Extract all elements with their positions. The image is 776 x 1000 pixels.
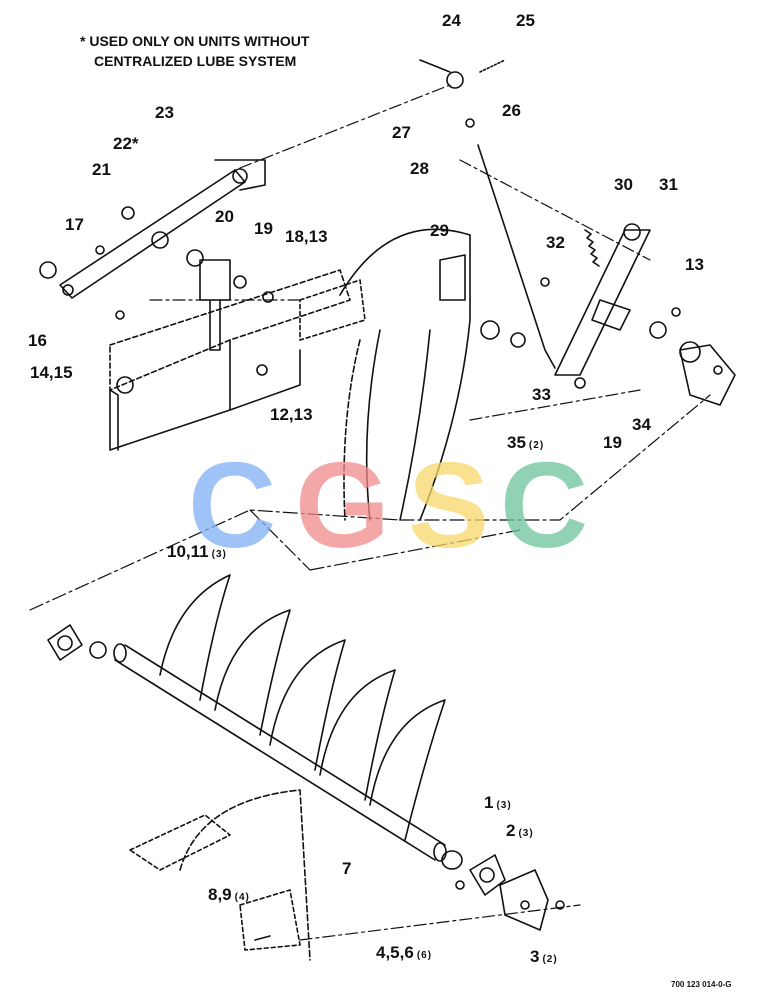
upper-housing-frame bbox=[109, 259, 366, 451]
callout-13: 13 bbox=[685, 255, 704, 274]
lower-lever bbox=[554, 223, 651, 376]
callout-27: 27 bbox=[392, 123, 411, 142]
callout-31: 31 bbox=[659, 175, 678, 194]
callout-2: 2(3) bbox=[506, 821, 534, 840]
callout-12-13: 12,13 bbox=[270, 405, 313, 424]
lower-frame-panel bbox=[129, 789, 311, 961]
callout-33: 33 bbox=[532, 385, 551, 404]
callout-29: 29 bbox=[430, 221, 449, 240]
callout-30: 30 bbox=[614, 175, 633, 194]
callout-25: 25 bbox=[516, 11, 535, 30]
leader-dash-mid bbox=[469, 389, 641, 421]
callout-16: 16 bbox=[28, 331, 47, 350]
callout-32: 32 bbox=[546, 233, 565, 252]
callout-22: 22* bbox=[113, 134, 139, 153]
note-line-1: * USED ONLY ON UNITS WITHOUT bbox=[80, 33, 310, 49]
watermark-letter-1: C bbox=[188, 437, 277, 573]
main-shaft bbox=[113, 643, 447, 862]
callout-26: 26 bbox=[502, 101, 521, 120]
note-line-2: CENTRALIZED LUBE SYSTEM bbox=[94, 53, 297, 69]
callout-35: 35(2) bbox=[507, 433, 545, 452]
left-bearing bbox=[47, 624, 107, 661]
upper-arm bbox=[59, 159, 266, 299]
callout-23: 23 bbox=[155, 103, 174, 122]
watermark-letter-2: G bbox=[295, 437, 390, 573]
callout-19-upper: 19 bbox=[254, 219, 273, 238]
callout-3: 3(2) bbox=[530, 947, 558, 966]
watermark-letter-4: C bbox=[500, 437, 589, 573]
callout-28: 28 bbox=[410, 159, 429, 178]
lower-right-bearing bbox=[441, 850, 565, 931]
usage-note: * USED ONLY ON UNITS WITHOUT CENTRALIZED… bbox=[80, 31, 309, 71]
center-chute bbox=[339, 228, 471, 521]
leader-dash-top bbox=[239, 84, 451, 169]
leader-dash-bottom bbox=[299, 904, 581, 941]
callout-24: 24 bbox=[442, 11, 461, 30]
callout-10-11: 10,11(3) bbox=[167, 542, 227, 561]
callout-1: 1(3) bbox=[484, 793, 512, 812]
callout-21: 21 bbox=[92, 160, 111, 179]
callout-18-13: 18,13 bbox=[285, 227, 328, 246]
small-hardware bbox=[39, 59, 681, 389]
upper-right-bearing bbox=[679, 341, 736, 406]
callout-20: 20 bbox=[215, 207, 234, 226]
callout-7: 7 bbox=[342, 859, 352, 878]
assembly-plane bbox=[29, 394, 711, 611]
callout-8-9: 8,9(4) bbox=[208, 885, 250, 904]
callout-14-15: 14,15 bbox=[30, 363, 73, 382]
watermark-letter-3: S bbox=[408, 437, 490, 573]
callout-34: 34 bbox=[632, 415, 651, 434]
drawing-code: 700 123 014-0-G bbox=[671, 980, 732, 989]
callout-4-5-6: 4,5,6(6) bbox=[376, 943, 433, 962]
callout-17: 17 bbox=[65, 215, 84, 234]
connecting-rod bbox=[477, 144, 556, 369]
tines bbox=[159, 574, 446, 841]
spring bbox=[584, 229, 600, 267]
callout-19-lower: 19 bbox=[603, 433, 622, 452]
